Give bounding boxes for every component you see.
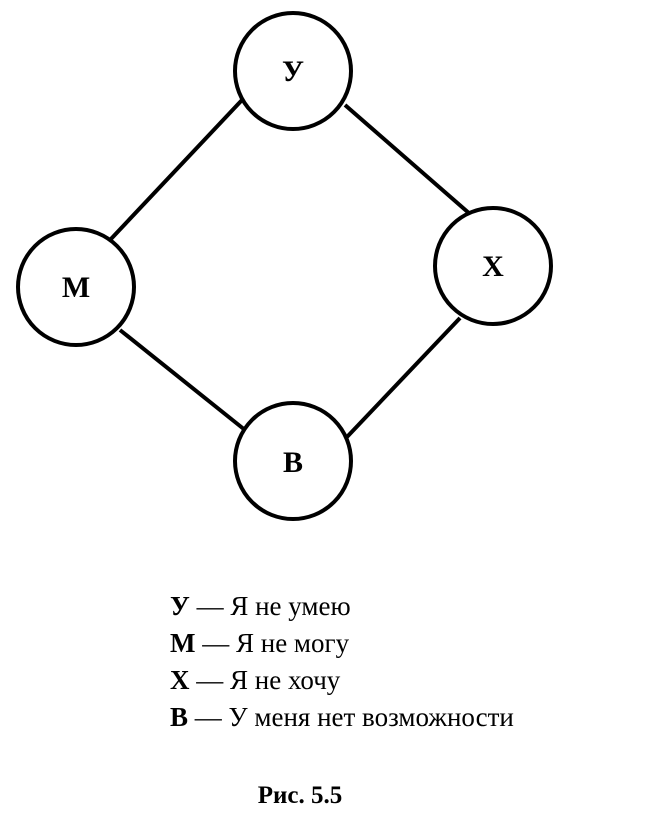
node-b	[233, 401, 353, 521]
legend: У — Я не умею М — Я не могу Х — Я не хоч…	[170, 588, 514, 736]
legend-key: В	[170, 702, 189, 732]
edge-x-b	[344, 316, 462, 440]
legend-text: — Я не умею	[189, 591, 351, 621]
legend-item: У — Я не умею	[170, 588, 514, 625]
legend-key: М	[170, 628, 196, 658]
legend-item: М — Я не могу	[170, 625, 514, 662]
edge-u-m	[108, 98, 244, 242]
edge-u-x	[343, 103, 472, 216]
node-x	[433, 206, 553, 326]
node-m-label: М	[62, 271, 90, 304]
legend-key: У	[170, 591, 190, 621]
legend-text: — Я не хочу	[189, 665, 341, 695]
edge-m-b	[118, 328, 247, 432]
legend-item: Х — Я не хочу	[170, 662, 514, 699]
legend-text: — Я не могу	[195, 628, 350, 658]
legend-item: В — У меня нет возможности	[170, 699, 514, 736]
node-m	[16, 227, 136, 347]
legend-key: Х	[170, 665, 190, 695]
node-u	[233, 11, 353, 131]
legend-text: — У меня нет возможности	[188, 702, 514, 732]
node-x-label: Х	[482, 250, 504, 283]
node-u-label: У	[282, 55, 304, 88]
node-b-label: В	[283, 446, 303, 479]
diagram: У М Х В	[16, 11, 553, 521]
figure-caption: Рис. 5.5	[257, 782, 343, 809]
